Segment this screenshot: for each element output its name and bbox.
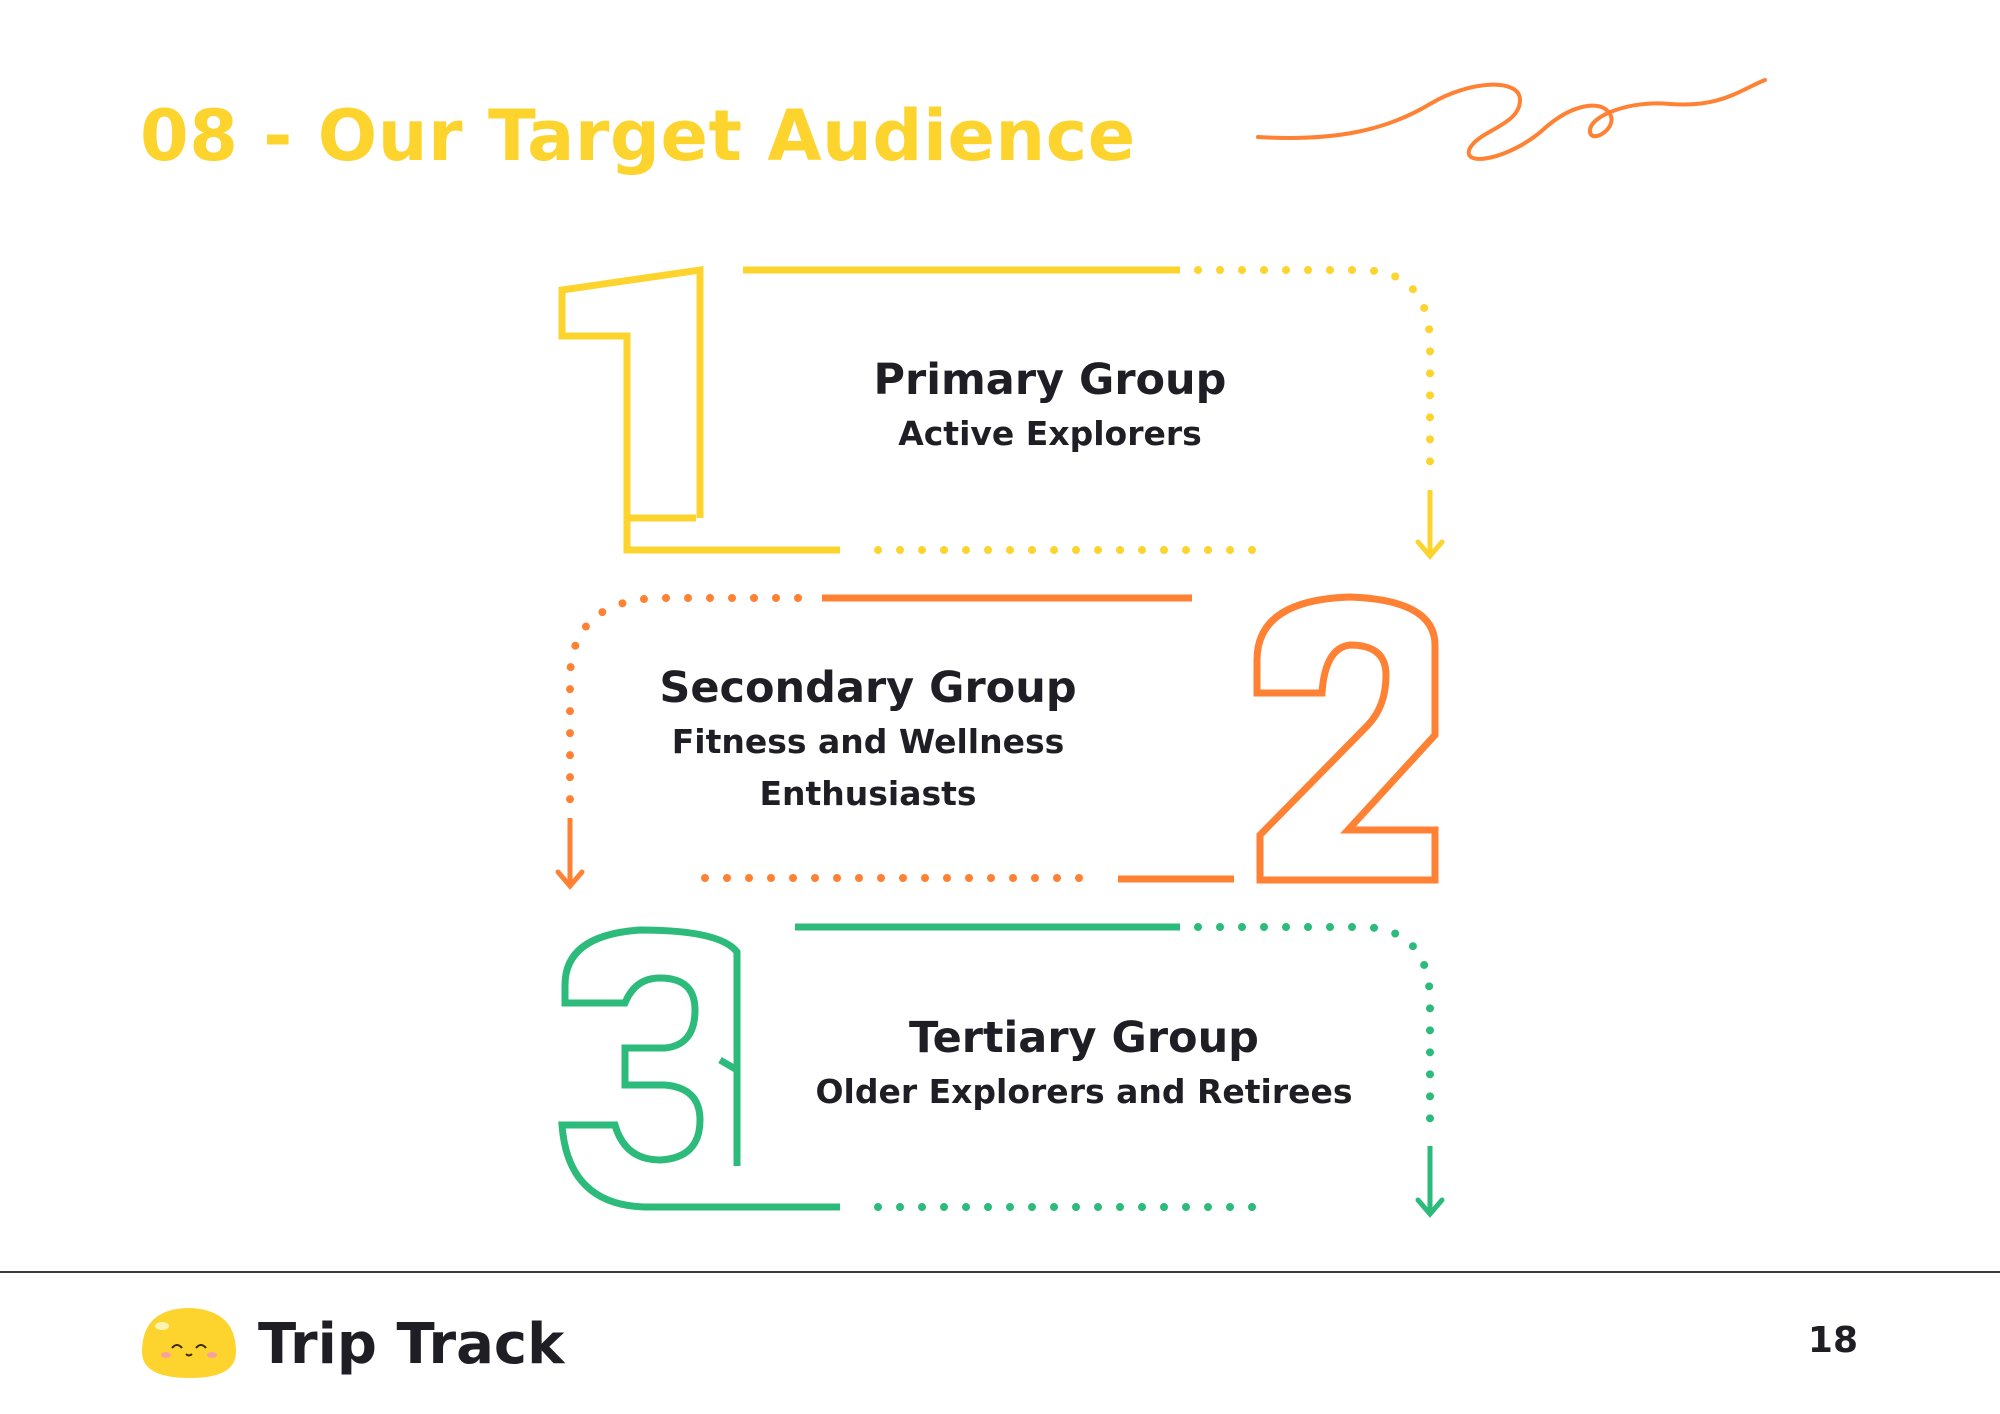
arrow-down-icon xyxy=(1415,539,1445,560)
step-3-frame xyxy=(558,923,1445,1218)
step-2-frame xyxy=(555,593,1439,890)
numeral-3-outline xyxy=(558,926,840,1211)
group-3: Tertiary Group Older Explorers and Retir… xyxy=(784,1010,1384,1118)
group-2-description-line-2: Enthusiasts xyxy=(759,774,977,813)
step-1-frame xyxy=(558,265,1445,560)
footer-divider xyxy=(0,1271,2000,1273)
group-2-description-line-1: Fitness and Wellness xyxy=(671,722,1065,761)
group-2: Secondary Group Fitness and Wellness Ent… xyxy=(618,660,1118,820)
group-3-name: Tertiary Group xyxy=(909,1013,1259,1063)
group-1-description: Active Explorers xyxy=(898,414,1202,453)
brand-name: Trip Track xyxy=(258,1312,565,1377)
group-2-name: Secondary Group xyxy=(659,663,1077,713)
dotted-connector-3-top xyxy=(1194,923,1434,1129)
dotted-connector-1-top xyxy=(1194,266,1434,474)
squiggle-line-icon xyxy=(1256,78,1767,161)
numeral-2-outline xyxy=(1253,593,1439,884)
group-1: Primary Group Active Explorers xyxy=(800,352,1300,460)
group-1-name: Primary Group xyxy=(873,355,1227,405)
group-3-description: Older Explorers and Retirees xyxy=(815,1072,1353,1111)
page-title: 08 - Our Target Audience xyxy=(140,95,1136,177)
arrow-down-icon xyxy=(1415,1197,1445,1218)
arrow-down-icon xyxy=(555,869,585,890)
page-number: 18 xyxy=(1807,1320,1858,1361)
smiling-blob-mascot-icon xyxy=(142,1308,236,1378)
numeral-1-outline xyxy=(558,265,704,522)
dotted-connector-2-top xyxy=(566,594,802,804)
